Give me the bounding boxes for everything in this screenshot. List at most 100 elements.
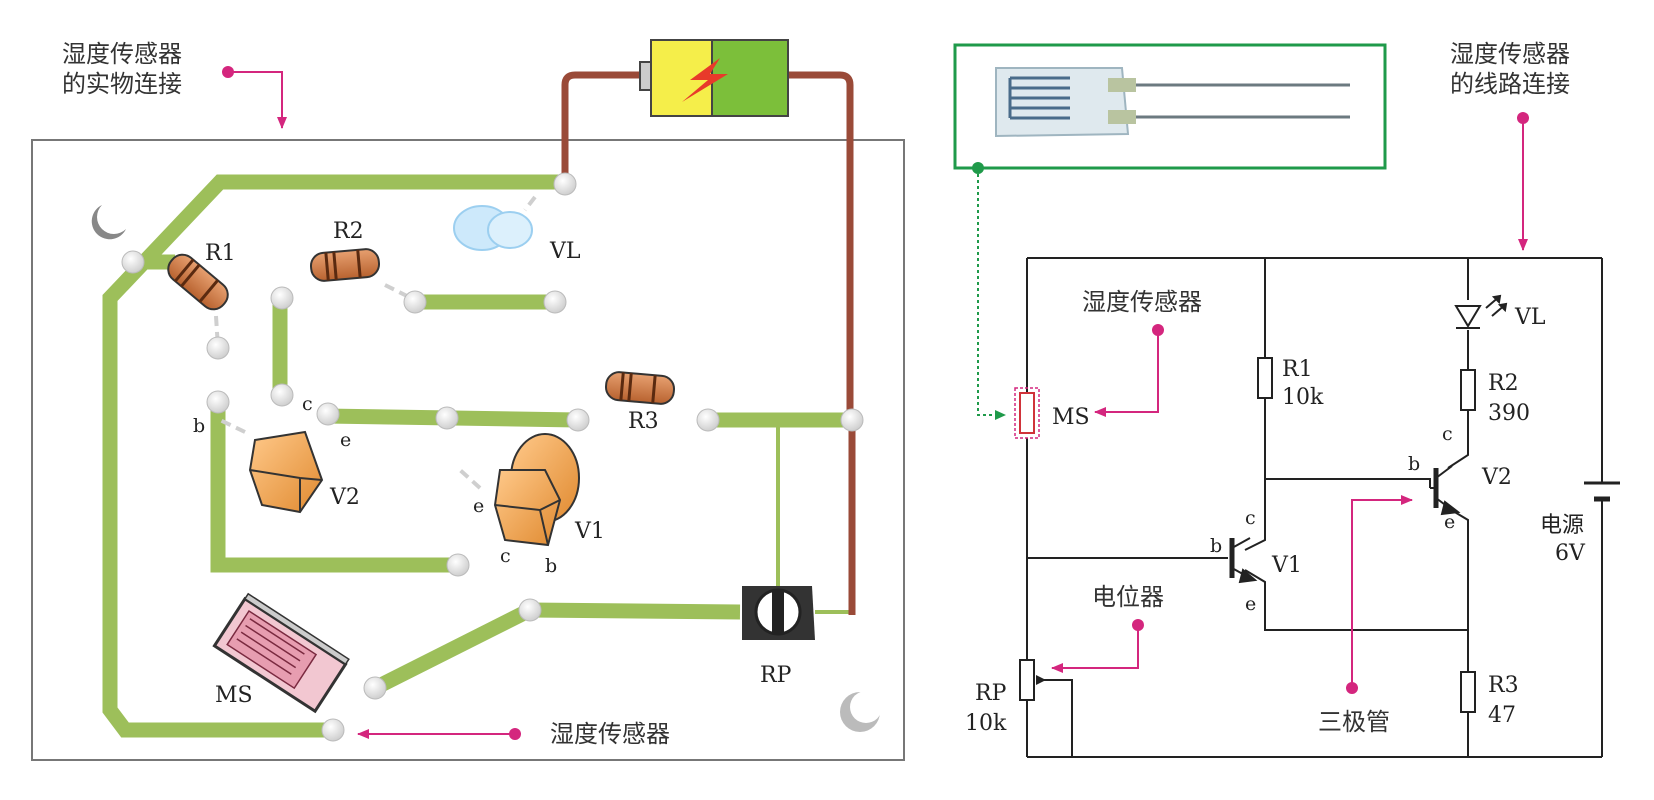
solder-pads: [121, 172, 864, 742]
pin-v1-e: e: [473, 495, 484, 517]
schematic-value-rp: 10k: [965, 711, 1007, 736]
label-r3: R3: [628, 409, 659, 434]
lead-r2: [384, 283, 416, 302]
pad: [321, 718, 345, 742]
transistor-v1-symbol: [1229, 537, 1258, 584]
schematic-label-vl: VL: [1514, 305, 1546, 330]
board-hole-icon: [840, 691, 882, 732]
pad: [206, 336, 230, 360]
sensor-callout-arrow: [1094, 330, 1159, 417]
wire-vl: [1447, 258, 1469, 469]
pin-v2-b: b: [193, 415, 205, 437]
label-ms: MS: [215, 683, 253, 708]
pad: [543, 290, 567, 314]
schematic-v1-b: b: [1210, 535, 1222, 557]
label-r2: R2: [333, 219, 364, 244]
pad: [363, 676, 387, 700]
label-v2: V2: [329, 485, 360, 510]
pad: [566, 408, 590, 432]
pot-caption: 电位器: [1092, 583, 1164, 611]
pad: [840, 408, 864, 432]
schematic-v2-e: e: [1444, 511, 1455, 533]
pin-v2-c: c: [302, 393, 313, 415]
trace-v1b-rp: [529, 602, 741, 620]
pad: [206, 390, 230, 414]
wire-v1-collector: [1244, 478, 1431, 551]
pad: [121, 250, 145, 274]
trace-ms-v1b: [371, 603, 534, 695]
sensor-photo: [995, 67, 1350, 138]
resistor-r1: [167, 253, 229, 311]
label-r1: R1: [205, 241, 236, 266]
wire-v2-emitter: [1447, 507, 1469, 757]
schematic-rp: [1019, 659, 1035, 701]
sensor-caption: 湿度传感器: [1082, 288, 1202, 316]
humidity-sensor-ms: [212, 592, 350, 714]
schematic-v2-c: c: [1442, 423, 1453, 445]
pad: [435, 406, 459, 430]
schematic-value-r1: 10k: [1282, 385, 1324, 410]
resistor-r3: [604, 371, 676, 405]
trace-v2b-ms: [210, 402, 455, 573]
pad: [316, 402, 340, 426]
pad: [270, 286, 294, 310]
schematic-value-r3: 47: [1488, 703, 1516, 728]
transistor-callout-arrow: [1351, 495, 1413, 688]
trace-outer-loop: [102, 174, 560, 738]
schematic-value-r2: 390: [1488, 401, 1530, 426]
pad: [553, 172, 577, 196]
led-vl: [453, 205, 533, 251]
schematic-label-v1: V1: [1271, 553, 1302, 578]
schematic-r1: [1257, 357, 1273, 399]
schematic-v1-e: e: [1245, 593, 1256, 615]
battery-wire: [561, 71, 856, 615]
transistor-v1: [493, 433, 580, 547]
transistor-v2-symbol: [1430, 465, 1461, 516]
pot-callout-arrow: [1051, 625, 1139, 673]
wire-v1-emitter: [1244, 569, 1468, 631]
callout-arrow: [228, 71, 287, 129]
transistor-caption: 三极管: [1318, 708, 1390, 736]
circuit-caption-line1: 湿度传感器: [1450, 40, 1570, 68]
battery: [639, 39, 789, 117]
moon-icon: [91, 205, 126, 240]
circuit-caption-line2: 的线路连接: [1450, 70, 1570, 98]
resistor-r2: [309, 248, 381, 282]
pad: [270, 383, 294, 407]
schematic-power-name: 电源: [1540, 513, 1584, 538]
schematic-v2-b: b: [1408, 453, 1420, 475]
ms-caption: 湿度传感器: [550, 720, 670, 748]
schematic-label-r1: R1: [1282, 357, 1313, 382]
schematic-label-ms: MS: [1052, 405, 1090, 430]
schematic-label-v2: V2: [1481, 465, 1512, 490]
schematic-label-r3: R3: [1488, 673, 1519, 698]
pad: [518, 598, 542, 622]
physical-caption-line2: 的实物连接: [62, 70, 182, 98]
lightning-icon: [682, 58, 728, 102]
lead-v1: [458, 468, 482, 490]
frame-callout: [977, 168, 1006, 420]
schematic-r3: [1460, 671, 1476, 713]
label-vl: VL: [549, 239, 581, 264]
schematic-label-rp: RP: [975, 681, 1007, 706]
pin-v1-c: c: [500, 545, 511, 567]
physical-caption-line1: 湿度传感器: [62, 40, 182, 68]
physical-board-view: 湿度传感器 的实物连接 湿度传感器 R1 R2 VL R3 V2 V1 MS R…: [31, 39, 905, 761]
schematic-view: 湿度传感器 的线路连接 湿度传感器 电位器 三极管 MS R1 10k VL R…: [953, 40, 1620, 769]
schematic-power-value: 6V: [1555, 541, 1586, 566]
label-rp: RP: [760, 663, 792, 688]
schematic-label-r2: R2: [1488, 371, 1519, 396]
lead-v2: [219, 418, 246, 434]
pad: [403, 290, 427, 314]
schematic-battery: [1584, 481, 1620, 502]
lead-vl: [523, 195, 537, 212]
pin-v1-b: b: [545, 555, 557, 577]
battery-body-green: [711, 39, 789, 117]
schematic-v1-c: c: [1245, 507, 1256, 529]
bottom-mask: [1260, 759, 1620, 769]
label-v1: V1: [574, 519, 605, 544]
transistor-v2: [248, 430, 324, 514]
pad: [696, 408, 720, 432]
potentiometer-rp: [742, 586, 815, 640]
